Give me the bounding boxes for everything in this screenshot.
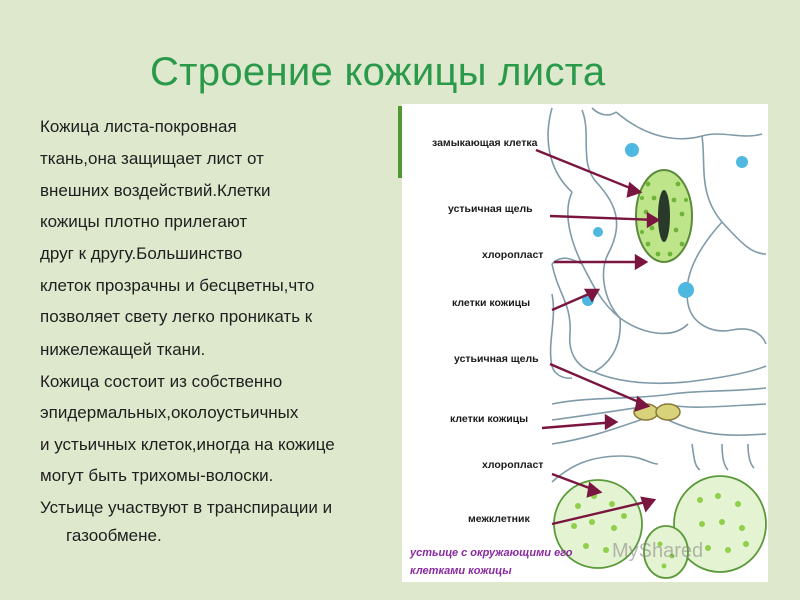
text-line: газообмене. — [66, 526, 162, 545]
text-line: Кожица состоит из собственно — [40, 372, 283, 391]
text-line: позволяет свету легко проникать к — [40, 307, 313, 326]
text-line: эпидермальных,околоустьичных — [40, 403, 299, 422]
text-line: могут быть трихомы-волоски. — [40, 466, 274, 485]
label-stomatal-slit: устьичная щель — [448, 203, 533, 215]
label-intercellular-space: межклетник — [468, 513, 530, 525]
body-text: Кожица листа-покровная ткань,она защищае… — [40, 117, 335, 545]
stomatal-pore — [658, 190, 670, 242]
caption-line-1: устьице с окружающими его — [409, 547, 573, 559]
slide-title: Строение кожицы листа — [150, 50, 606, 94]
label-epidermal-cells-2: клетки кожицы — [450, 413, 528, 425]
nuclei — [582, 143, 748, 306]
text-line: Кожица листа-покровная — [40, 117, 237, 136]
caption-line-2: клетками кожицы — [410, 565, 512, 577]
diagram-svg: замыкающая клетка устьичная щель хлоропл… — [409, 107, 767, 579]
label-guard-cell: замыкающая клетка — [432, 137, 538, 149]
guard-cell-section — [655, 403, 681, 421]
watermark: MyShared — [612, 540, 704, 562]
label-epidermal-cells: клетки кожицы — [452, 297, 530, 309]
top-arrows — [535, 148, 661, 312]
text-line: Устьице участвуют в транспирации и — [40, 498, 333, 517]
text-line: друг к другу.Большинство — [40, 244, 243, 263]
text-line: нижележащей ткани. — [40, 340, 206, 359]
leaf-epidermis-diagram: замыкающая клетка устьичная щель хлоропл… — [402, 104, 768, 582]
bottom-arrows — [541, 362, 657, 526]
chloroplasts-top — [640, 181, 688, 257]
text-line: кожицы плотно прилегают — [40, 212, 248, 231]
text-line: и устьичных клеток,иногда на кожице — [40, 435, 335, 454]
label-chloroplast-2: хлоропласт — [482, 459, 543, 471]
bottom-cell-outlines — [551, 387, 767, 483]
text-line: клеток прозрачны и бесцветны,что — [40, 276, 315, 295]
text-line: внешних воздействий.Клетки — [40, 181, 271, 200]
decorative-strip — [398, 106, 404, 178]
chloroplasts-bottom — [571, 493, 749, 569]
label-chloroplast: хлоропласт — [482, 249, 543, 261]
label-stomatal-slit-2: устьичная щель — [454, 353, 539, 365]
text-line: ткань,она защищает лист от — [40, 149, 264, 168]
